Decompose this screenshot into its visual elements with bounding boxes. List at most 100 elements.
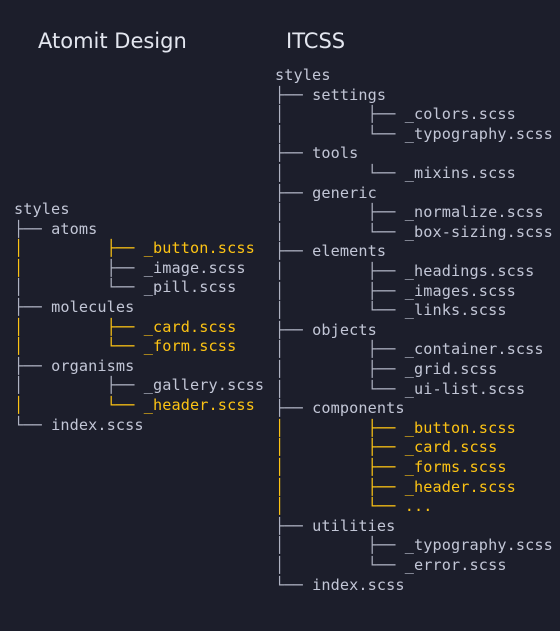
itcss-tree-row: │ └── _ui-list.scss	[275, 380, 525, 400]
atomit-tree-row: │ └── _form.scss	[14, 337, 236, 357]
tree-connector: └──	[106, 396, 144, 414]
file-label: _button.scss	[404, 418, 516, 437]
file-label: _ui-list.scss	[404, 379, 526, 398]
atomit-tree-row: │ ├── _button.scss	[14, 239, 255, 259]
itcss-tree-row: ├── tools	[275, 144, 358, 164]
tree-connector: │	[275, 124, 368, 143]
tree-connector: │	[275, 458, 368, 476]
tree-connector: ├──	[367, 438, 405, 457]
itcss-tree-row: │ ├── _header.scss	[275, 478, 516, 498]
folder-label: atoms	[51, 219, 98, 238]
itcss-tree-row: │ ├── _images.scss	[275, 282, 516, 302]
tree-connector: ├──	[14, 356, 52, 375]
file-label: _pill.scss	[143, 278, 237, 297]
tree-connector: │	[14, 337, 107, 356]
tree-connector: │	[14, 239, 107, 258]
folder-label: utilities	[312, 516, 396, 535]
atomit-tree-row: ├── atoms	[14, 220, 97, 240]
atomit-design-tree: styles├── atoms│ ├── _button.scss│ ├── _…	[14, 200, 264, 440]
file-label: _typography.scss	[404, 536, 553, 555]
tree-connector: │	[14, 317, 107, 336]
atomit-tree-row: │ ├── _card.scss	[14, 318, 236, 338]
folder-label: objects	[312, 320, 377, 339]
itcss-tree-row: │ └── ...	[275, 497, 433, 517]
file-label: ...	[404, 497, 433, 516]
tree-connector: └──	[367, 124, 405, 143]
tree-connector: └──	[367, 301, 405, 320]
file-label: _container.scss	[404, 340, 544, 359]
tree-connector: ├──	[14, 219, 52, 238]
file-label: _box-sizing.scss	[404, 222, 553, 241]
tree-connector: ├──	[367, 418, 405, 437]
file-label: _error.scss	[404, 556, 507, 574]
tree-connector: └──	[367, 556, 405, 574]
tree-connector: │	[275, 379, 368, 398]
file-label: _form.scss	[143, 337, 237, 356]
tree-connector: │	[14, 396, 107, 414]
tree-connector: │	[275, 262, 368, 280]
tree-connector: ├──	[275, 399, 313, 418]
tree-connector: │	[275, 497, 368, 516]
file-label: _mixins.scss	[404, 164, 516, 182]
tree-connector: │	[14, 376, 107, 395]
tree-connector: │	[275, 360, 368, 378]
itcss-tree-row: ├── objects	[275, 321, 377, 341]
tree-connector: │	[275, 222, 368, 241]
file-label: _image.scss	[143, 258, 246, 277]
itcss-tree: styles├── settings│ ├── _colors.scss│ └─…	[275, 66, 555, 601]
itcss-tree-row: ├── generic	[275, 184, 377, 204]
atomit-design-title: Atomit Design	[38, 29, 187, 53]
tree-connector: │	[275, 536, 368, 555]
tree-connector: ├──	[367, 360, 405, 378]
tree-connector: ├──	[367, 340, 405, 359]
tree-connector: ├──	[367, 477, 405, 496]
tree-connector: └──	[14, 415, 52, 434]
file-label: _links.scss	[404, 301, 507, 320]
tree-connector: └──	[106, 337, 144, 356]
file-label: _gallery.scss	[143, 376, 265, 395]
tree-connector: └──	[106, 278, 144, 297]
itcss-tree-row: │ ├── _headings.scss	[275, 262, 534, 282]
file-label: _images.scss	[404, 281, 516, 300]
itcss-tree-row: │ ├── _normalize.scss	[275, 203, 544, 223]
file-label: _normalize.scss	[404, 203, 544, 222]
tree-connector: ├──	[367, 203, 405, 222]
tree-connector: ├──	[367, 458, 405, 476]
itcss-tree-row: ├── utilities	[275, 517, 395, 537]
tree-connector: ├──	[106, 239, 144, 258]
itcss-tree-row: ├── settings	[275, 86, 386, 106]
atomit-tree-row: ├── molecules	[14, 298, 134, 318]
itcss-tree-row: │ └── _links.scss	[275, 301, 507, 321]
tree-connector: ├──	[275, 85, 313, 104]
file-label: index.scss	[51, 415, 144, 434]
itcss-tree-row: │ ├── _typography.scss	[275, 536, 553, 556]
itcss-tree-row: │ ├── _colors.scss	[275, 105, 516, 125]
file-label: _card.scss	[143, 317, 237, 336]
tree-connector: └──	[367, 222, 405, 241]
atomit-tree-row: styles	[14, 200, 70, 220]
itcss-tree-row: │ └── _typography.scss	[275, 125, 553, 145]
tree-connector: ├──	[367, 281, 405, 300]
itcss-tree-row: │ └── _mixins.scss	[275, 164, 516, 184]
tree-connector: ├──	[367, 536, 405, 555]
atomit-tree-row: │ └── _pill.scss	[14, 278, 236, 298]
itcss-tree-row: │ └── _error.scss	[275, 556, 507, 576]
file-label: _typography.scss	[404, 124, 553, 143]
tree-connector: │	[275, 340, 368, 359]
atomit-tree-row: └── index.scss	[14, 416, 144, 436]
tree-connector: │	[275, 556, 368, 574]
itcss-tree-row: styles	[275, 66, 331, 86]
itcss-tree-row: ├── elements	[275, 242, 386, 262]
tree-connector: ├──	[275, 144, 313, 163]
tree-connector: │	[275, 438, 368, 457]
file-label: _button.scss	[143, 239, 255, 258]
tree-connector: └──	[367, 497, 405, 516]
itcss-tree-row: │ ├── _grid.scss	[275, 360, 497, 380]
itcss-tree-row: │ ├── _container.scss	[275, 340, 544, 360]
tree-connector: ├──	[106, 317, 144, 336]
itcss-tree-row: │ ├── _forms.scss	[275, 458, 507, 478]
file-label: _header.scss	[143, 396, 255, 414]
tree-connector: │	[275, 301, 368, 320]
tree-connector: ├──	[275, 183, 313, 202]
tree-connector: │	[275, 203, 368, 222]
